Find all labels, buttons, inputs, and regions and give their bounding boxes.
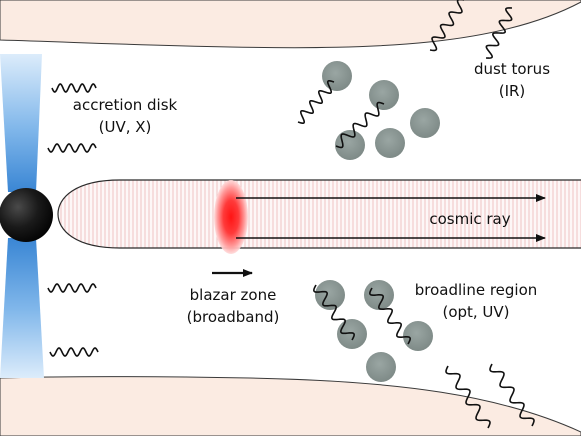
- cloud: [322, 61, 352, 91]
- label-broadline-region-band: (opt, UV): [442, 303, 509, 321]
- photon-wave: [485, 7, 513, 59]
- accretion-disk-bottom: [0, 238, 44, 378]
- blazar-zone-blob: [214, 180, 248, 254]
- photon-wave: [445, 365, 491, 429]
- label-blazar-zone: blazar zone: [190, 286, 277, 304]
- dust-torus-top: [0, 0, 581, 49]
- label-dust-torus: dust torus: [474, 60, 550, 78]
- label-broadline-region: broadline region: [415, 281, 538, 299]
- label-dust-torus-band: (IR): [499, 82, 526, 100]
- photon-wave: [335, 101, 385, 149]
- cloud: [403, 321, 433, 351]
- label-cosmic-ray: cosmic ray: [429, 210, 510, 228]
- cloud: [375, 128, 405, 158]
- photon-wave: [313, 284, 355, 341]
- cloud: [369, 80, 399, 110]
- photon-wave: [49, 347, 99, 357]
- photon-wave: [51, 83, 97, 93]
- cloud: [335, 130, 365, 160]
- photon-wave: [489, 363, 535, 427]
- label-blazar-zone-band: (broadband): [187, 308, 280, 326]
- cloud: [366, 352, 396, 382]
- photon-wave: [368, 287, 412, 345]
- label-accretion-disk-band: (UV, X): [99, 118, 152, 136]
- label-accretion-disk: accretion disk: [73, 96, 178, 114]
- black-hole: [0, 188, 53, 242]
- cloud: [337, 319, 367, 349]
- dust-torus-bottom: [0, 376, 581, 436]
- photon-waves: [47, 0, 535, 429]
- jet: [57, 179, 581, 249]
- cloud: [410, 108, 440, 138]
- photon-wave: [429, 0, 464, 52]
- photon-wave: [47, 283, 97, 293]
- photon-wave: [297, 79, 335, 125]
- accretion-disk-top: [0, 54, 42, 192]
- photon-wave: [47, 143, 97, 153]
